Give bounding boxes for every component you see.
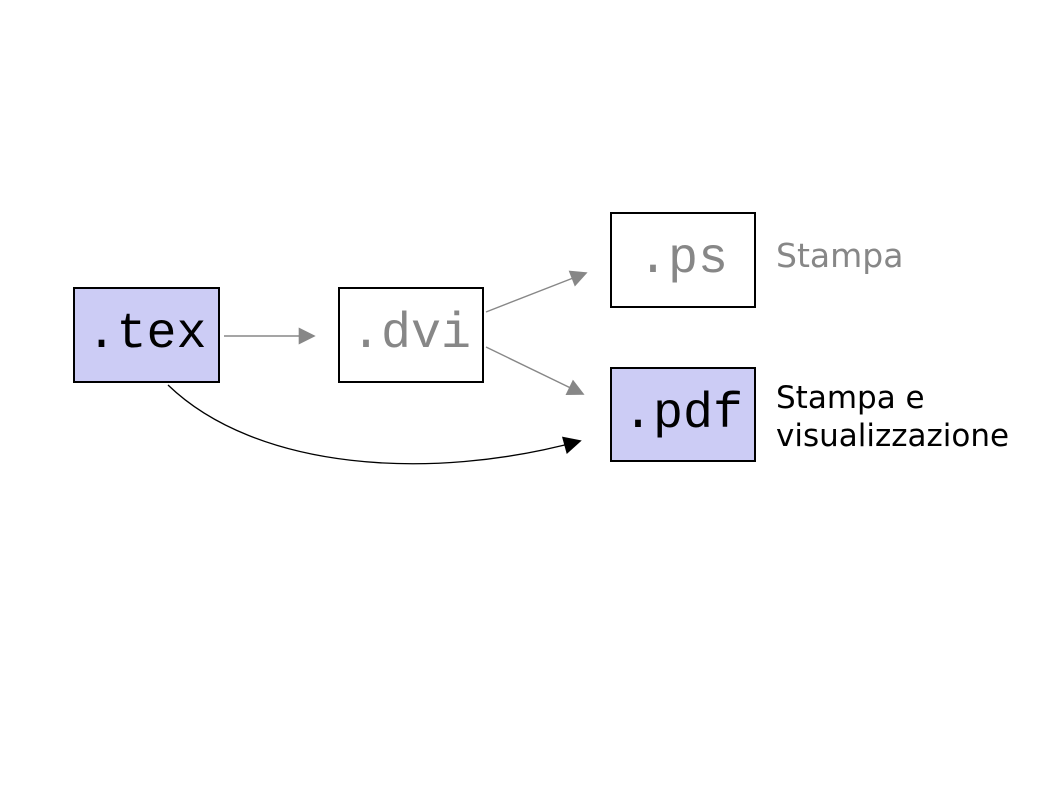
- node-tex: .tex: [73, 287, 220, 383]
- arrow-tex-to-pdf-curved: [167, 384, 582, 465]
- arrow-dvi-to-pdf: [485, 346, 585, 395]
- node-ps: .ps: [610, 212, 756, 308]
- annotation-pdf-line1: Stampa e: [776, 380, 925, 416]
- node-pdf-label: .pdf: [622, 385, 744, 443]
- node-dvi: .dvi: [338, 287, 484, 383]
- node-ps-label: .ps: [637, 231, 728, 288]
- annotation-stampa: Stampa: [776, 239, 903, 272]
- arrow-dvi-to-ps: [485, 270, 588, 313]
- node-dvi-label: .dvi: [350, 306, 472, 363]
- annotation-stampa-text: Stampa: [776, 236, 904, 275]
- node-pdf: .pdf: [610, 367, 756, 462]
- annotation-stampa-visualizzazione: Stampa e visualizzazione: [776, 379, 1009, 455]
- annotation-pdf-line2: visualizzazione: [776, 418, 1010, 454]
- node-tex-label: .tex: [86, 306, 207, 363]
